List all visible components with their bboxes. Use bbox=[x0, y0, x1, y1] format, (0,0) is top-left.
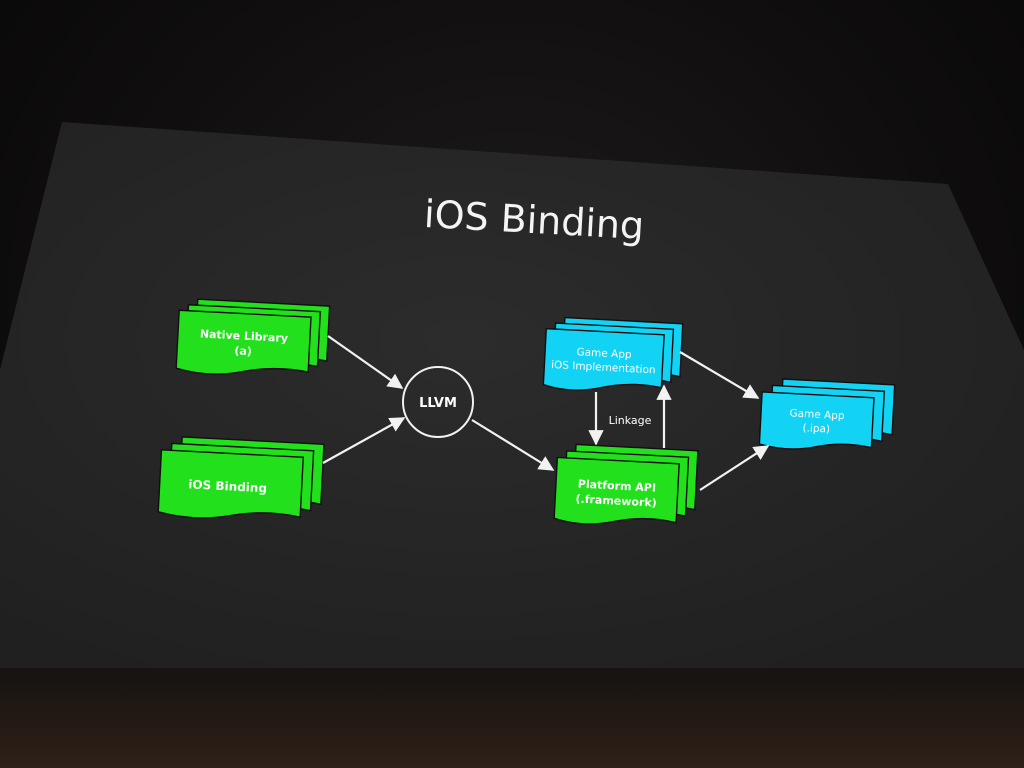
edge-native-library-to-llvm bbox=[327, 335, 404, 389]
platform-api-sublabel: (.framework) bbox=[575, 492, 657, 509]
game-app-implementation-label: Game App bbox=[576, 346, 632, 361]
ios-binding-label: iOS Binding bbox=[188, 477, 267, 495]
edge-impl-to-ipa bbox=[679, 351, 760, 399]
edge-platform-api-to-ipa bbox=[699, 445, 770, 491]
floor bbox=[0, 658, 1024, 768]
platform-api-label: Platform API bbox=[578, 478, 657, 495]
native-library-node: Native Library (a) bbox=[175, 298, 331, 375]
native-library-label: Native Library bbox=[200, 327, 289, 345]
llvm-label: LLVM bbox=[419, 396, 457, 411]
game-app-implementation-node: Game App iOS Implementation bbox=[542, 316, 684, 391]
platform-api-node: Platform API (.framework) bbox=[553, 443, 699, 525]
game-app-ipa-label: Game App bbox=[789, 407, 845, 422]
edge-llvm-to-platform-api bbox=[471, 419, 555, 471]
llvm-node: LLVM bbox=[402, 366, 474, 438]
linkage-label: Linkage bbox=[609, 414, 652, 427]
ios-binding-node: iOS Binding bbox=[157, 436, 325, 519]
game-app-implementation-sublabel: iOS Implementation bbox=[551, 359, 656, 376]
edge-ios-binding-to-llvm bbox=[322, 417, 406, 464]
native-library-sublabel: (a) bbox=[234, 344, 252, 358]
game-app-ipa-sublabel: (.ipa) bbox=[802, 422, 830, 435]
projection-screen bbox=[0, 122, 1024, 668]
game-app-ipa-node: Game App (.ipa) bbox=[758, 378, 896, 450]
